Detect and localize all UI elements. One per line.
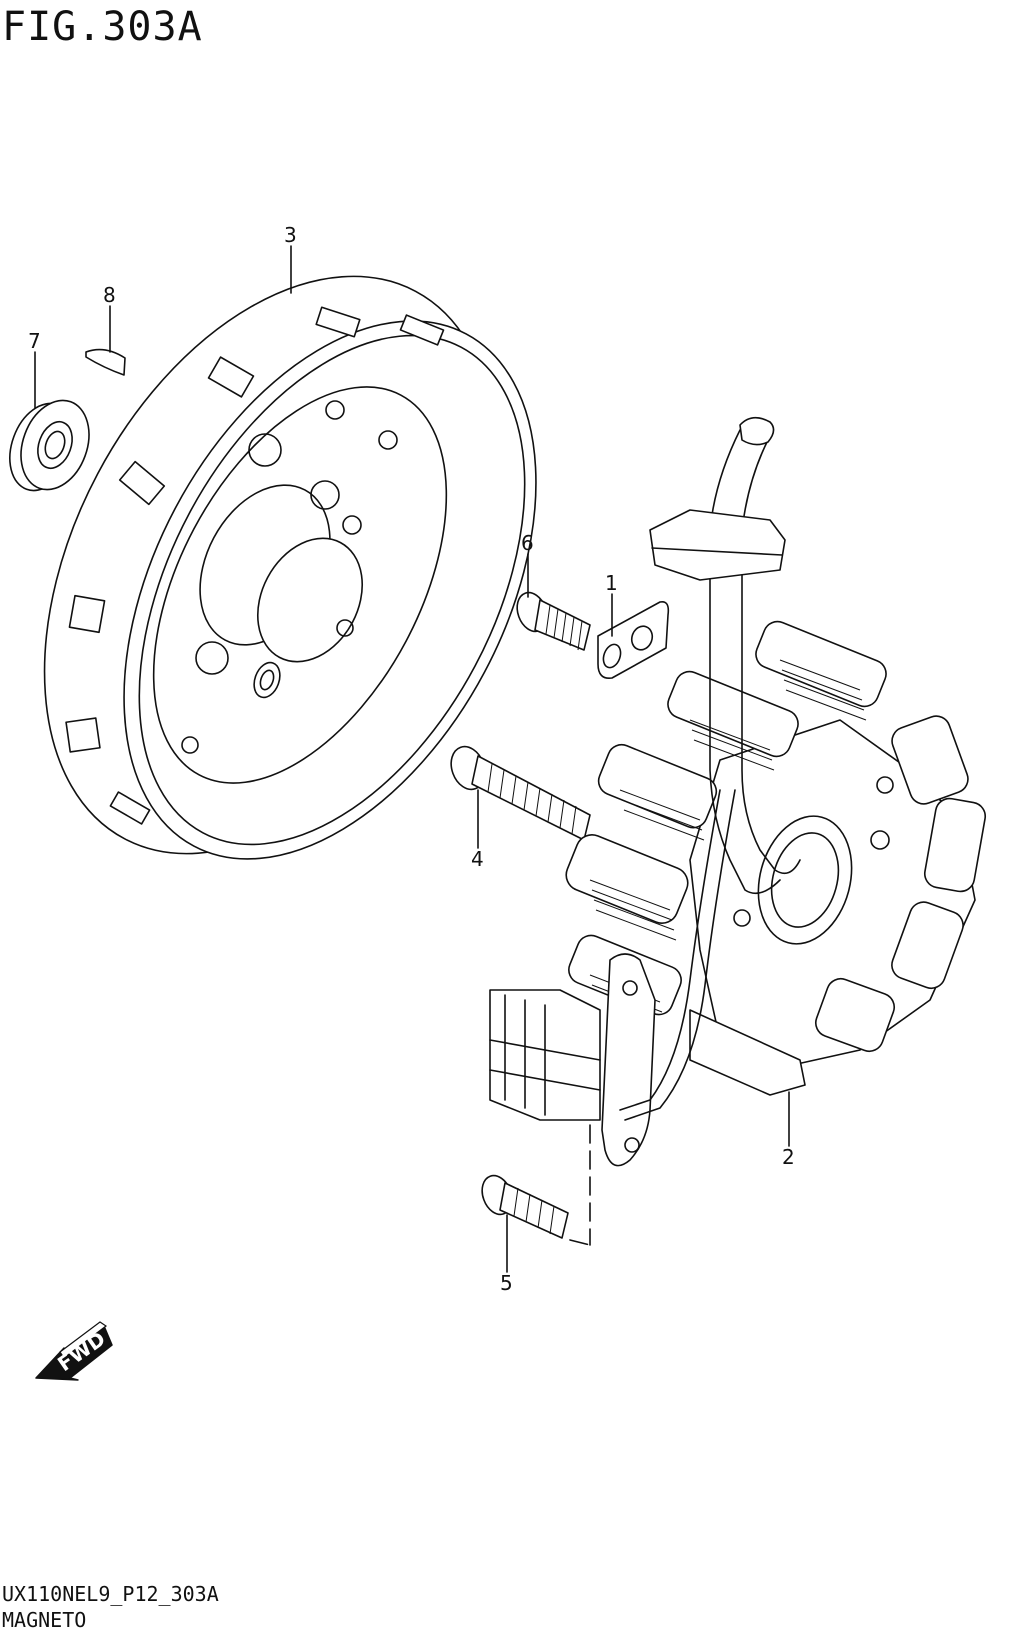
stator-coil bbox=[597, 743, 718, 841]
figure-name: MAGNETO bbox=[2, 1608, 87, 1632]
callout-7: 7 bbox=[28, 329, 41, 353]
callout-6: 6 bbox=[521, 531, 534, 555]
alignment-dashed-line bbox=[569, 1124, 591, 1246]
part-bolt-long[interactable] bbox=[445, 742, 591, 841]
part-nut[interactable] bbox=[0, 391, 101, 500]
stator-coil bbox=[755, 620, 887, 721]
stator-coil bbox=[814, 715, 987, 1053]
part-screw-small[interactable] bbox=[512, 588, 591, 651]
part-screw-bottom[interactable] bbox=[477, 1171, 569, 1239]
stator-coil bbox=[565, 834, 689, 941]
callout-4: 4 bbox=[471, 847, 484, 871]
stator-coil bbox=[667, 670, 799, 771]
leader-lines bbox=[34, 245, 790, 1273]
part-stator[interactable] bbox=[489, 416, 987, 1167]
callout-2: 2 bbox=[782, 1145, 795, 1169]
callout-1: 1 bbox=[605, 571, 618, 595]
fwd-arrow-icon: FWD bbox=[35, 1321, 113, 1381]
callout-3: 3 bbox=[284, 223, 297, 247]
part-rotor[interactable] bbox=[0, 200, 621, 931]
part-clamp-plate[interactable] bbox=[597, 600, 670, 680]
callout-5: 5 bbox=[500, 1271, 513, 1295]
callout-8: 8 bbox=[103, 283, 116, 307]
figure-title: FIG.303A bbox=[2, 4, 203, 50]
figure-code: UX110NEL9_P12_303A bbox=[2, 1582, 219, 1606]
part-key[interactable] bbox=[85, 348, 126, 376]
